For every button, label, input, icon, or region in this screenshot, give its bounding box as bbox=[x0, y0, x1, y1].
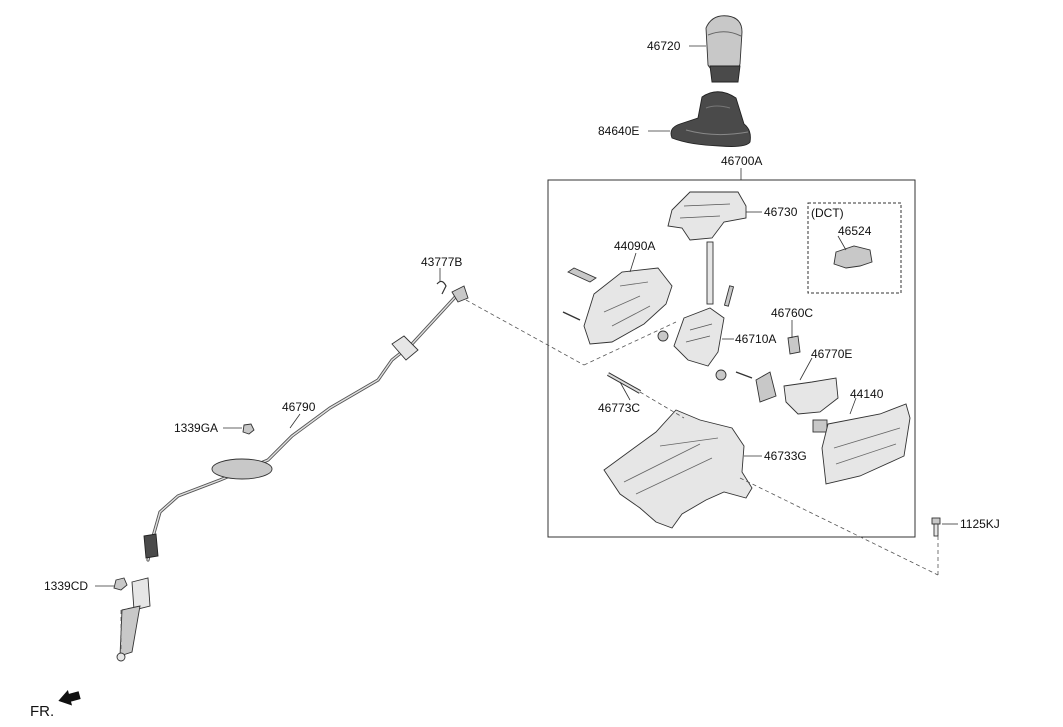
alignment-line-cable bbox=[465, 299, 585, 366]
retaining-clip[interactable] bbox=[436, 280, 447, 295]
sensor[interactable] bbox=[787, 335, 801, 355]
label-1125kj: 1125KJ bbox=[960, 517, 1000, 531]
label-46773c: 46773C bbox=[598, 401, 640, 415]
shift-boot[interactable] bbox=[670, 91, 751, 147]
cover-plate[interactable] bbox=[562, 267, 673, 345]
label-46790: 46790 bbox=[282, 400, 316, 414]
alignment-line-bolt bbox=[739, 477, 939, 576]
shifter-base[interactable] bbox=[603, 409, 753, 529]
shift-knob[interactable] bbox=[705, 15, 743, 83]
label-43777b: 43777B bbox=[421, 255, 462, 269]
label-dct: (DCT) bbox=[811, 206, 844, 220]
label-46770e: 46770E bbox=[811, 347, 852, 361]
front-arrow-icon bbox=[58, 690, 81, 706]
label-46524: 46524 bbox=[838, 224, 872, 238]
label-1339cd: 1339CD bbox=[44, 579, 88, 593]
label-44140: 44140 bbox=[850, 387, 884, 401]
alignment-line-pin bbox=[639, 391, 685, 419]
front-marker-label: FR. bbox=[30, 703, 54, 720]
alignment-line-plate bbox=[583, 321, 677, 366]
label-46733g: 46733G bbox=[764, 449, 807, 463]
dct-box bbox=[807, 202, 902, 294]
dct-part[interactable] bbox=[833, 245, 873, 269]
nut-1339cd[interactable] bbox=[113, 577, 128, 591]
shift-lever-mechanism[interactable] bbox=[657, 241, 735, 381]
label-46710a: 46710A bbox=[735, 332, 776, 346]
label-46730: 46730 bbox=[764, 205, 798, 219]
bolt[interactable] bbox=[931, 517, 941, 537]
guide-pin[interactable] bbox=[607, 372, 641, 394]
control-module[interactable] bbox=[821, 403, 911, 485]
label-84640e: 84640E bbox=[598, 124, 639, 138]
assembly-box bbox=[547, 179, 916, 538]
label-46720: 46720 bbox=[647, 39, 681, 53]
label-1339ga: 1339GA bbox=[174, 421, 218, 435]
label-46760c: 46760C bbox=[771, 306, 813, 320]
shift-cable[interactable] bbox=[116, 285, 469, 662]
bracket[interactable] bbox=[735, 371, 839, 433]
upper-cover[interactable] bbox=[667, 191, 747, 241]
nut-1339ga[interactable] bbox=[242, 423, 255, 435]
label-46700a: 46700A bbox=[721, 154, 762, 168]
label-44090a: 44090A bbox=[614, 239, 655, 253]
